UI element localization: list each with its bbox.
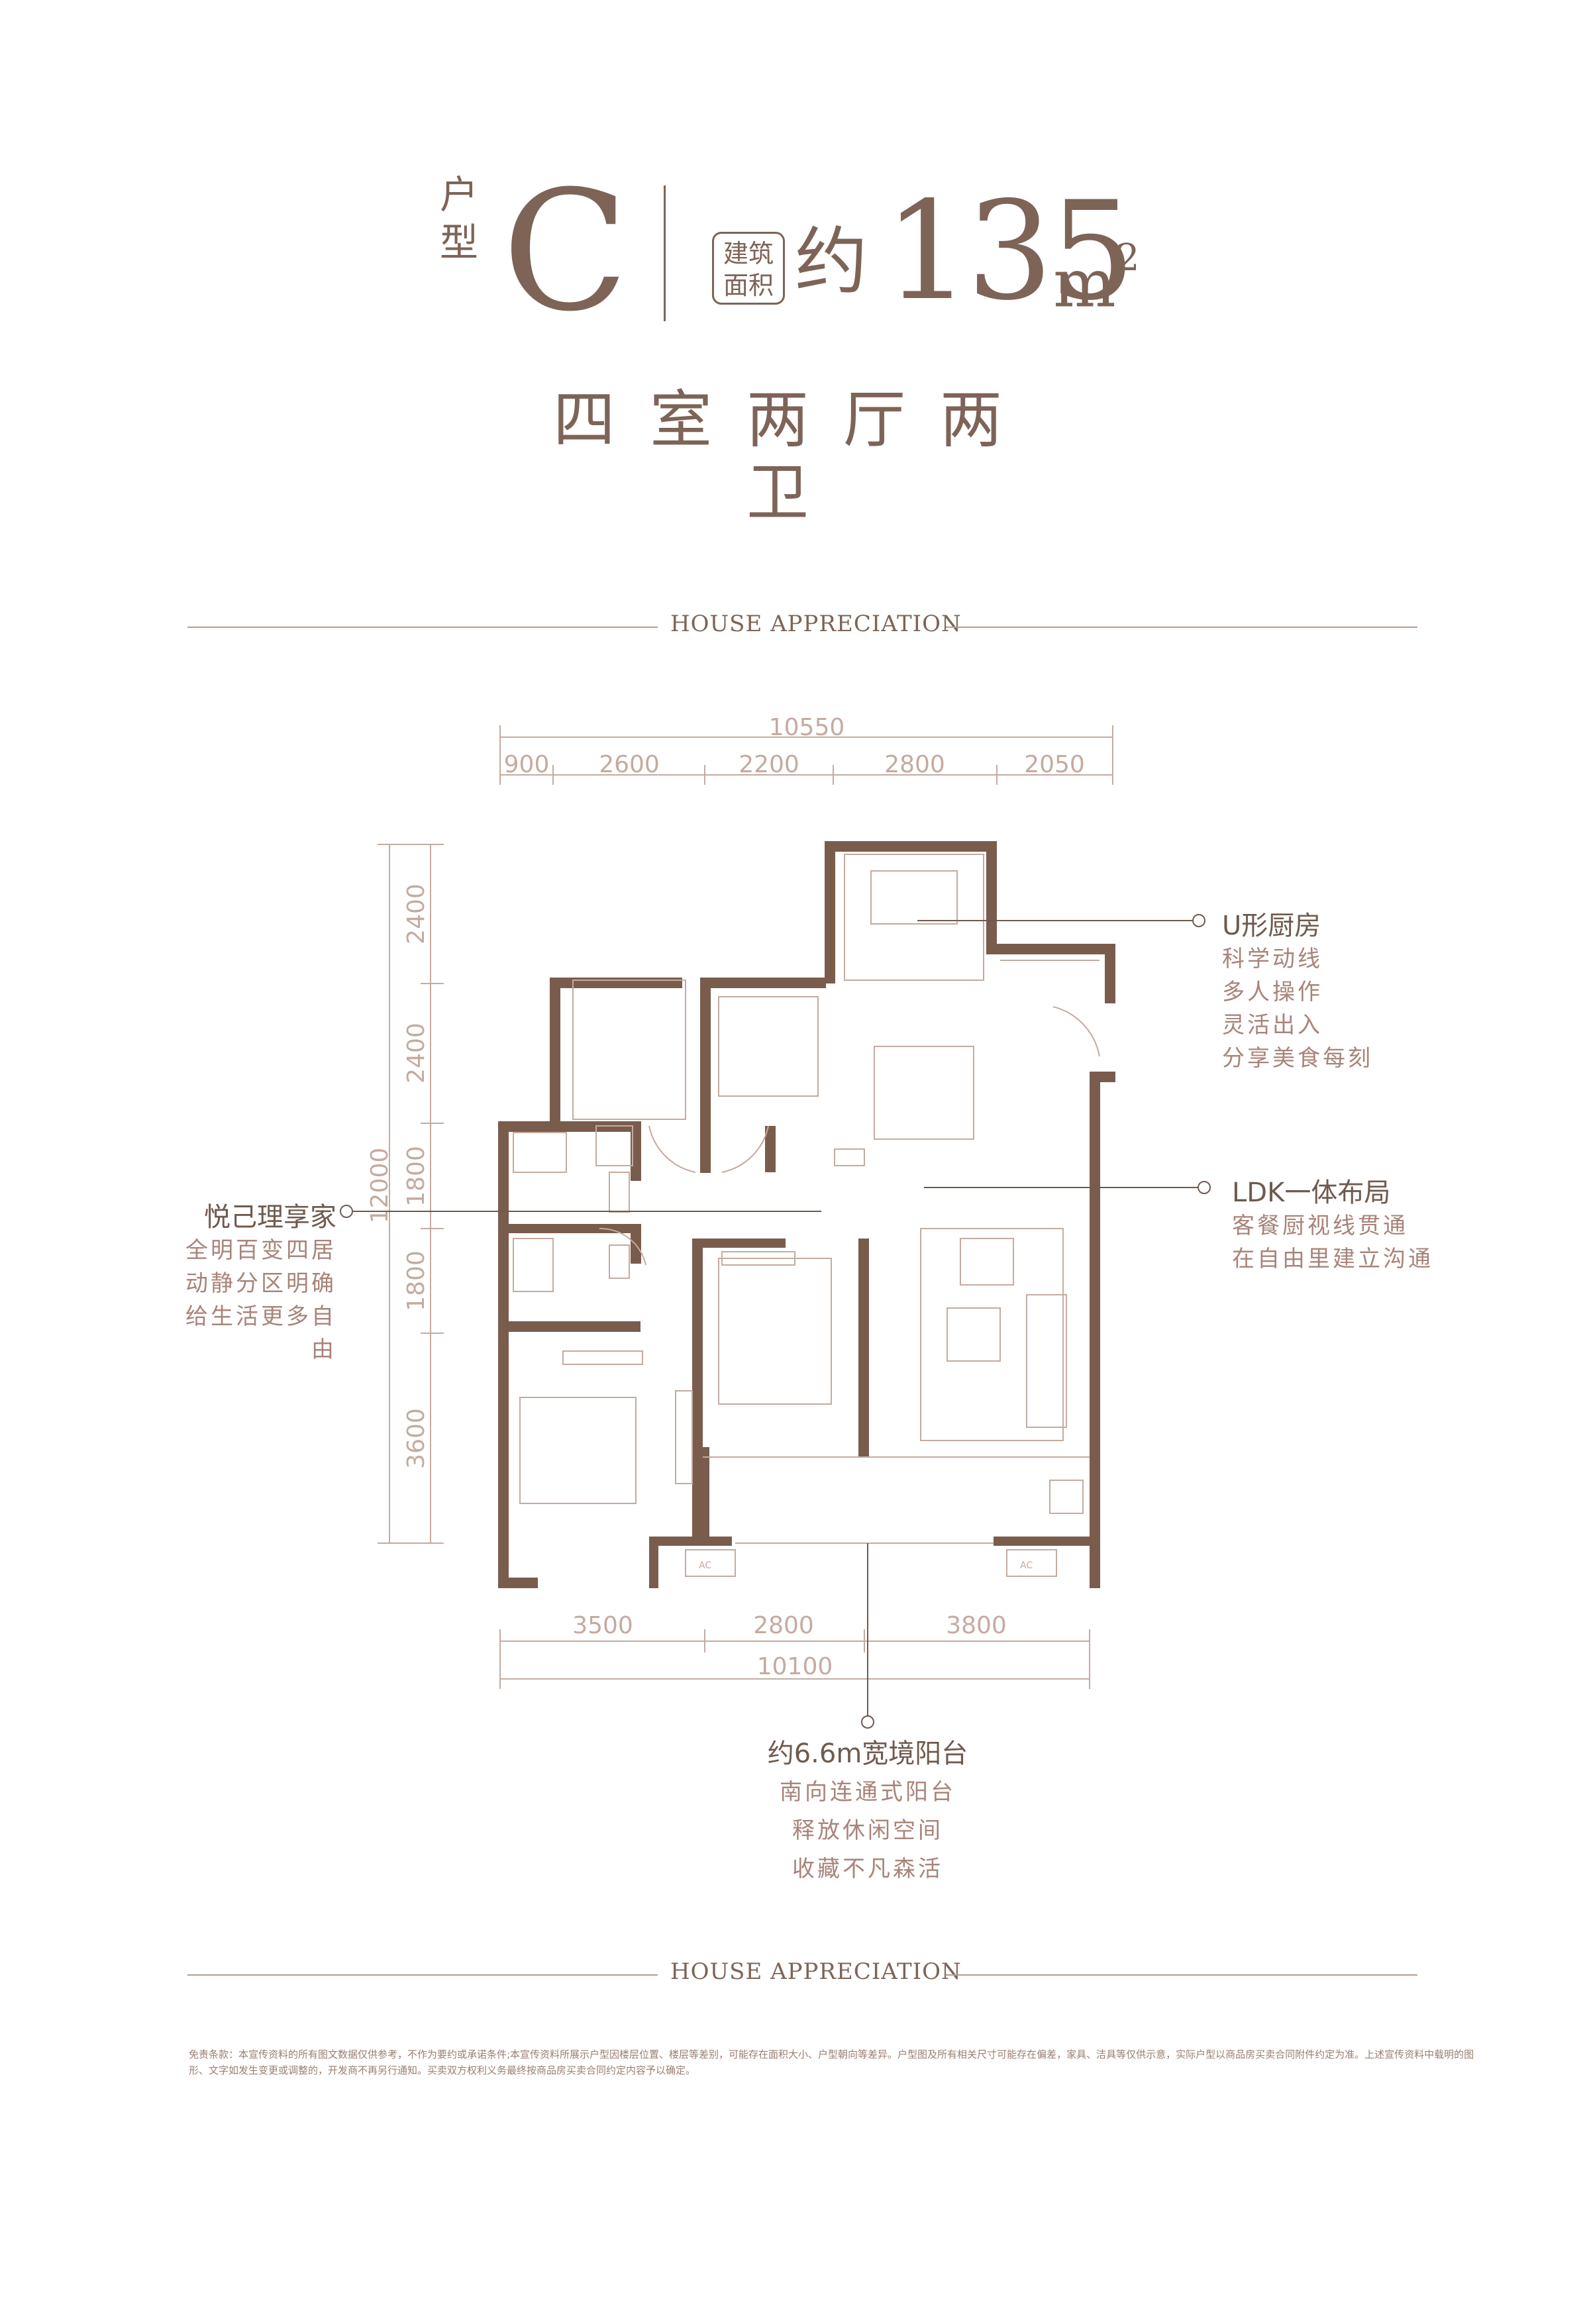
- callout-home-line-1: 全明百变四居: [185, 1237, 336, 1264]
- callout-ldk-line-2: 在自由里建立沟通: [1232, 1246, 1433, 1272]
- dim-left-seg-2: 2400: [403, 1023, 430, 1084]
- banner-line-right-top: [946, 627, 1417, 628]
- callout-kitchen-line-1: 科学动线: [1222, 946, 1323, 972]
- callout-home-title: 悦己理享家: [204, 1202, 336, 1233]
- dim-bottom-seg-2: 2800: [753, 1612, 814, 1639]
- type-label-text: 户型: [439, 172, 478, 265]
- banner-line-left-top: [187, 627, 658, 628]
- callout-home-line-2: 动静分区明确: [185, 1270, 336, 1297]
- header-divider: [664, 185, 666, 321]
- dim-left-seg-1: 2400: [403, 884, 430, 944]
- dim-left-total: 12000: [366, 1148, 393, 1224]
- dim-left-seg-4: 1800: [403, 1250, 430, 1311]
- banner-line-right-bottom: [946, 1974, 1417, 1976]
- callout-kitchen-line-3: 灵活出入: [1222, 1012, 1323, 1038]
- dim-left-seg-5: 3600: [403, 1408, 430, 1469]
- dim-top-seg-2: 2600: [599, 751, 660, 778]
- top-dimensions: [499, 725, 1113, 785]
- area-box-label: 建筑面积: [712, 232, 785, 305]
- banner-text-bottom: HOUSE APPRECIATION: [670, 1958, 962, 1985]
- area-unit-base: m: [1053, 244, 1116, 323]
- banner-line-left-bottom: [187, 1974, 658, 1976]
- callout-ldk-title: LDK一体布局: [1232, 1178, 1391, 1208]
- dim-top-seg-5: 2050: [1024, 751, 1085, 778]
- dim-top-seg-1: 900: [504, 751, 550, 778]
- callout-home-line-3: 给生活更多自由: [185, 1303, 336, 1363]
- callout-balcony-line-1: 南向连通式阳台: [780, 1779, 956, 1805]
- furniture: [513, 854, 1100, 1577]
- area-prefix: 约: [795, 219, 868, 304]
- callout-ldk: LDK一体布局 客餐厨视线贯通 在自由里建立沟通: [1232, 1171, 1433, 1276]
- leader-lines: [351, 920, 1199, 1717]
- dim-top-total: 10550: [769, 714, 845, 741]
- callout-balcony-line-2: 释放休闲空间: [792, 1817, 943, 1844]
- ac-label-left: AC: [699, 1560, 711, 1571]
- type-label: 户型: [436, 171, 482, 266]
- area-unit-sup: 2: [1115, 236, 1140, 279]
- callout-home: 悦己理享家 全明百变四居 动静分区明确 给生活更多自由: [166, 1195, 336, 1366]
- bottom-dimensions: [499, 1629, 1090, 1689]
- ac-label-right: AC: [1020, 1560, 1033, 1571]
- callout-kitchen-title: U形厨房: [1222, 911, 1321, 941]
- left-dimensions: [378, 844, 444, 1544]
- leader-dots: [340, 914, 1211, 1729]
- dim-bottom-seg-3: 3800: [946, 1612, 1007, 1639]
- dim-top-seg-4: 2800: [884, 751, 945, 778]
- callout-balcony-title: 约6.6m宽境阳台: [767, 1739, 968, 1769]
- walls: [498, 841, 1115, 1588]
- callout-balcony-line-3: 收藏不凡森活: [792, 1856, 943, 1882]
- dim-bottom-seg-1: 3500: [572, 1612, 633, 1639]
- banner-text-top: HOUSE APPRECIATION: [670, 611, 962, 637]
- callout-kitchen-line-2: 多人操作: [1222, 979, 1323, 1005]
- callout-kitchen-line-4: 分享美食每刻: [1222, 1045, 1373, 1072]
- type-letter: C: [502, 155, 629, 348]
- room-layout-title: 四室两厅两卫: [552, 384, 1037, 529]
- dim-bottom-total: 10100: [757, 1653, 833, 1680]
- area-value: 135: [884, 173, 1135, 330]
- dim-left-seg-3: 1800: [403, 1146, 430, 1207]
- callout-balcony: 约6.6m宽境阳台 南向连通式阳台 释放休闲空间 收藏不凡森活: [695, 1732, 1040, 1886]
- callout-kitchen: U形厨房 科学动线 多人操作 灵活出入 分享美食每刻: [1222, 904, 1373, 1075]
- area-box-text: 建筑面积: [723, 239, 774, 300]
- dim-top-seg-3: 2200: [739, 751, 799, 778]
- disclaimer-text: 免责条款：本宣传资料的所有图文数据仅供参考，不作为要约或承诺条件;本宣传资料所展…: [189, 2048, 1474, 2076]
- area-unit: m2: [1053, 232, 1139, 323]
- callout-ldk-line-1: 客餐厨视线贯通: [1232, 1213, 1408, 1239]
